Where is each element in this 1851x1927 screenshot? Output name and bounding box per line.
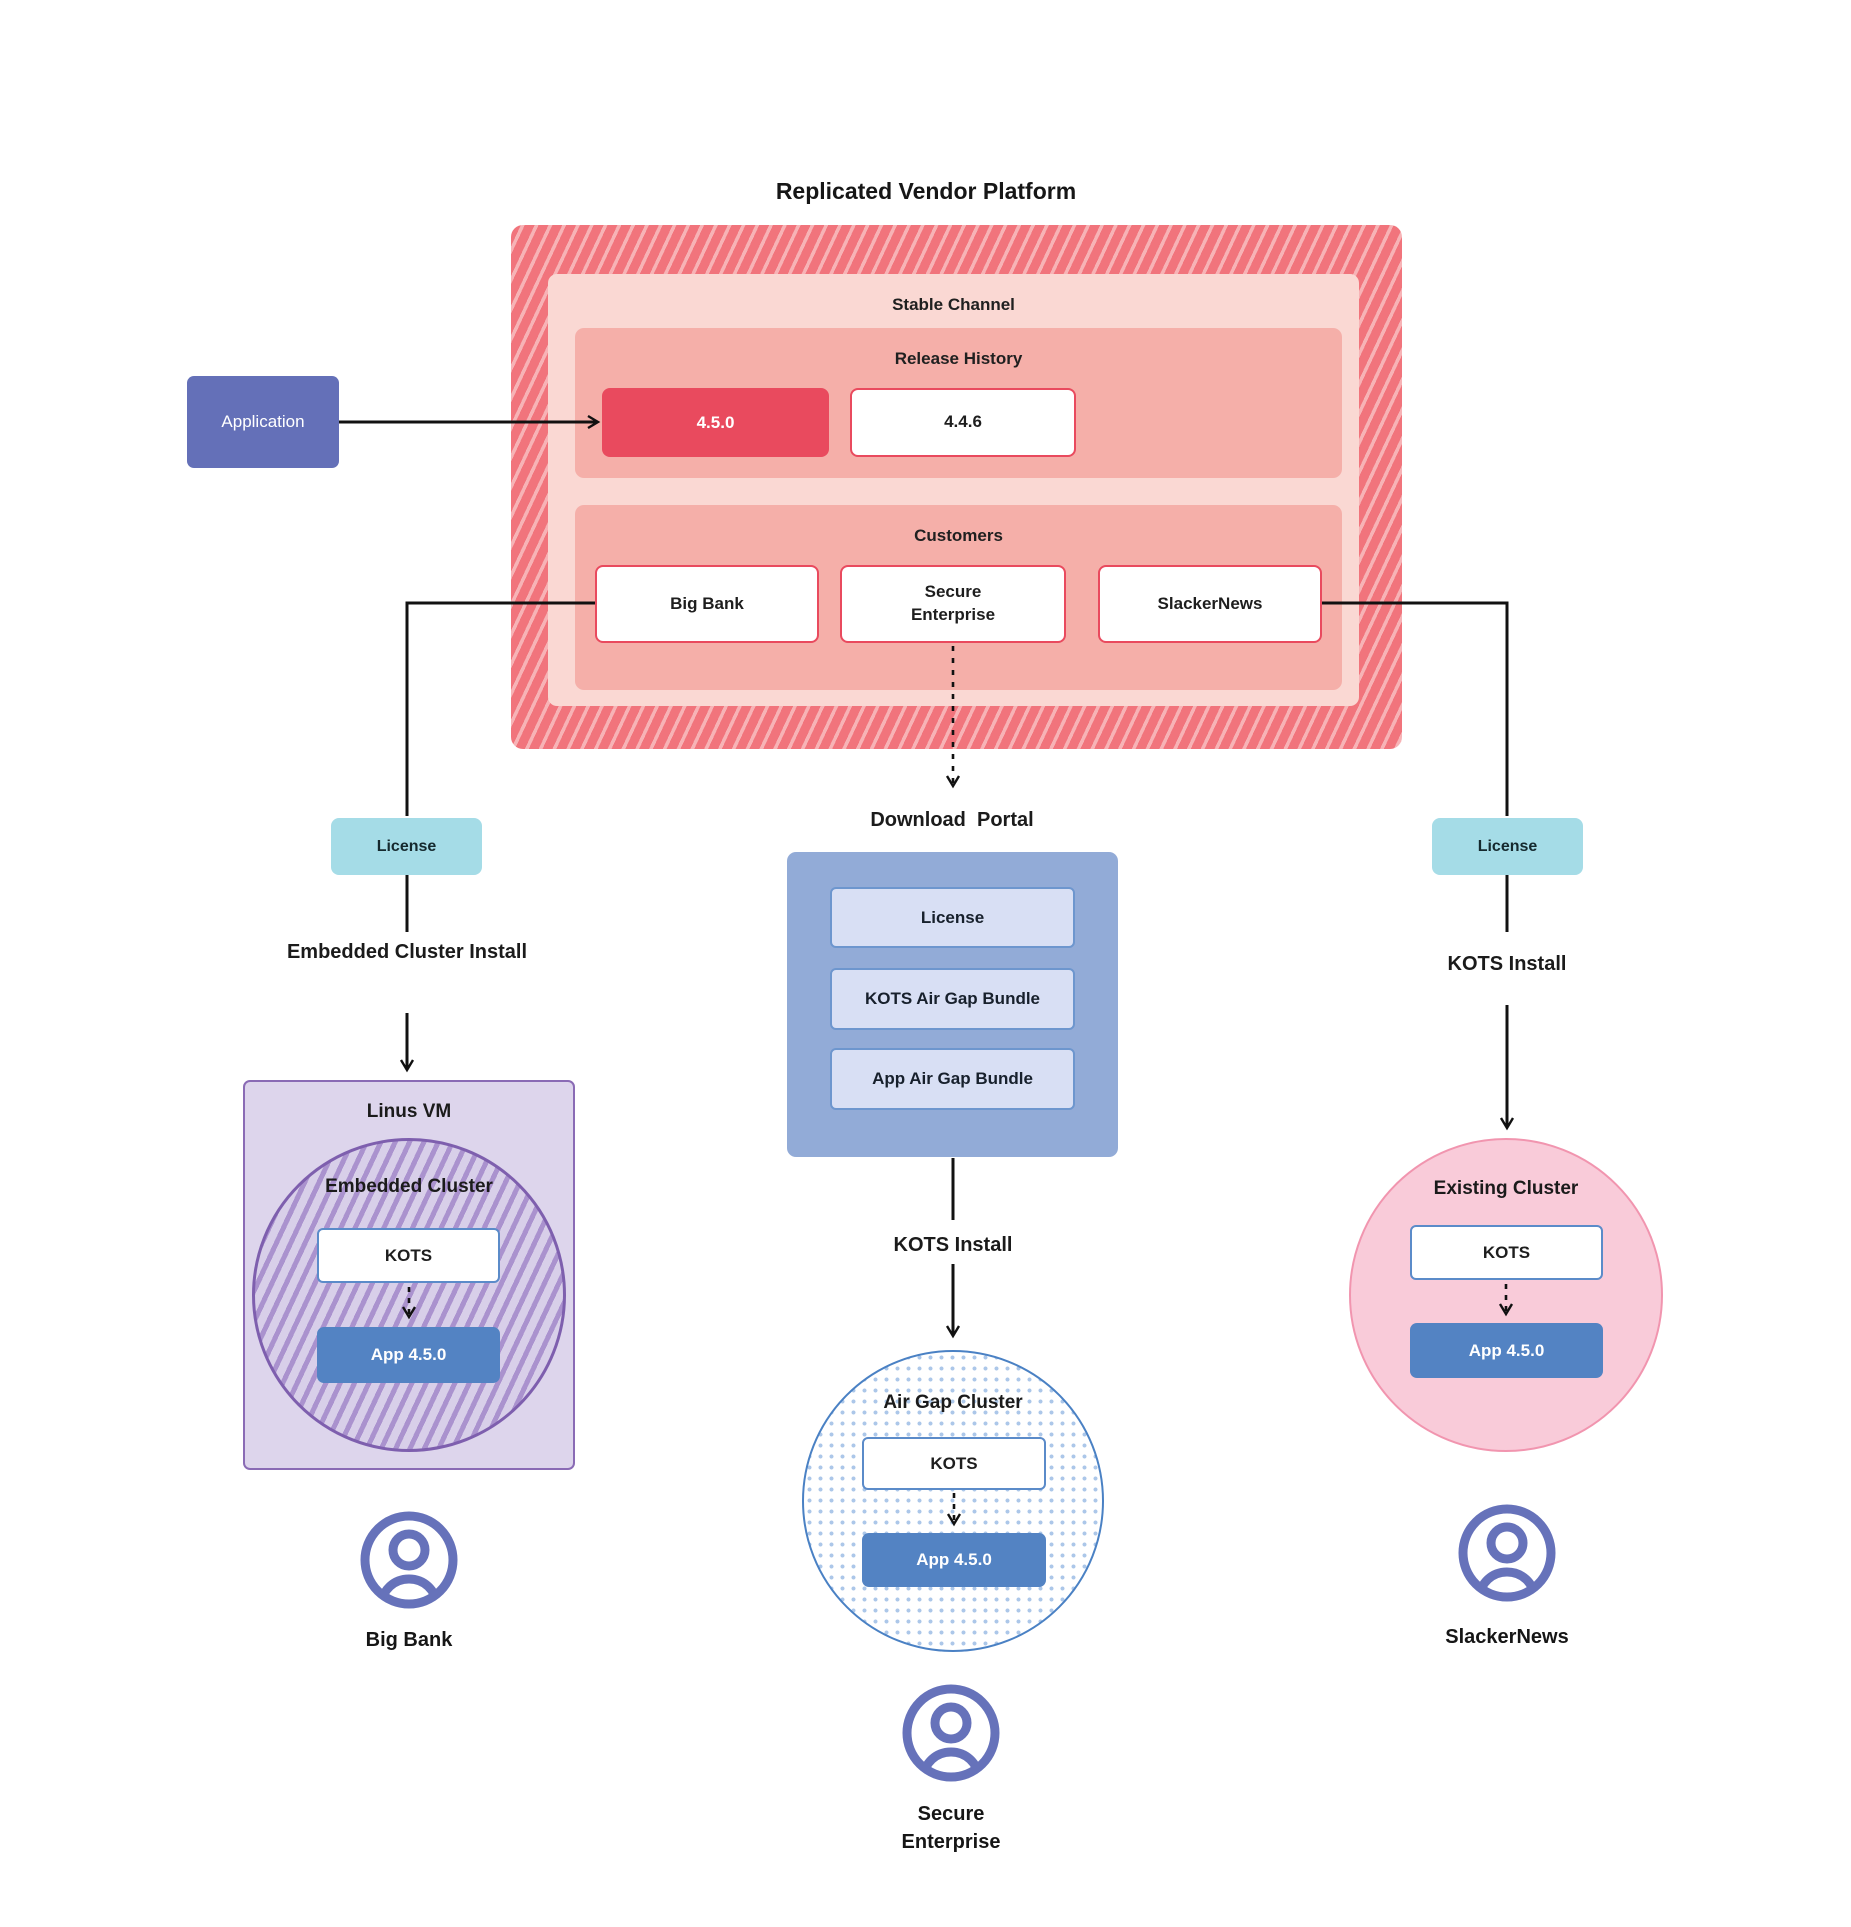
user-icon: [1458, 1504, 1556, 1602]
license-label-left: License: [376, 837, 437, 855]
customers-label: Customers: [914, 526, 1003, 545]
kots-install-middle-label: KOTS Install: [893, 1234, 1013, 1256]
download-portal-label: Download Portal: [870, 809, 1034, 831]
customer-big-bank-label: Big Bank: [670, 593, 744, 613]
release-version-previous-box: 4.4.6: [850, 388, 1076, 457]
application-label: Application: [221, 412, 305, 431]
kots-label-left: KOTS: [384, 1245, 433, 1265]
persona-secure-enterprise-icon: [901, 1683, 1001, 1783]
embedded-cluster-install-label: Embedded Cluster Install: [286, 941, 528, 963]
customer-secure-enterprise-label: Secure Enterprise: [910, 582, 996, 624]
customer-big-bank-box: Big Bank: [595, 565, 819, 643]
user-icon: [902, 1684, 1000, 1782]
portal-item-app-air-gap-bundle-label: App Air Gap Bundle: [872, 1069, 1033, 1088]
existing-cluster-label: Existing Cluster: [1433, 1178, 1579, 1199]
app-label-right: App 4.5.0: [1468, 1340, 1545, 1360]
app-box-right: App 4.5.0: [1410, 1323, 1603, 1378]
kots-box-right: KOTS: [1410, 1225, 1603, 1280]
kots-box-left: KOTS: [317, 1228, 500, 1283]
portal-item-app-air-gap-bundle: App Air Gap Bundle: [830, 1048, 1075, 1110]
release-history-label: Release History: [894, 349, 1023, 368]
kots-label-right: KOTS: [1482, 1242, 1531, 1262]
app-label-left: App 4.5.0: [370, 1345, 447, 1364]
persona-big-bank-label: Big Bank: [365, 1629, 453, 1651]
application-box: Application: [187, 376, 339, 468]
license-box-right: License: [1432, 818, 1583, 875]
release-version-current-box: 4.5.0: [602, 388, 829, 457]
release-version-previous-label: 4.4.6: [944, 412, 982, 432]
portal-item-kots-air-gap-bundle-label: KOTS Air Gap Bundle: [864, 989, 1041, 1008]
release-version-current-label: 4.5.0: [696, 412, 735, 432]
license-label-right: License: [1477, 837, 1538, 855]
kots-label-middle: KOTS: [930, 1453, 978, 1473]
portal-item-kots-air-gap-bundle: KOTS Air Gap Bundle: [830, 968, 1075, 1030]
stable-channel-label: Stable Channel: [892, 295, 1015, 314]
customer-slackernews-label: SlackerNews: [1157, 593, 1263, 613]
kots-install-right-label: KOTS Install: [1447, 953, 1567, 975]
persona-big-bank-icon: [359, 1510, 459, 1610]
portal-item-license: License: [830, 887, 1075, 948]
customer-secure-enterprise-box: Secure Enterprise: [840, 565, 1066, 643]
app-box-left: App 4.5.0: [317, 1327, 500, 1383]
air-gap-cluster-circle: [802, 1350, 1104, 1652]
kots-box-middle: KOTS: [862, 1437, 1046, 1490]
license-box-left: License: [331, 818, 482, 875]
user-icon: [360, 1511, 458, 1609]
persona-secure-enterprise-label: Secure Enterprise: [901, 1803, 1001, 1853]
portal-item-license-label: License: [920, 907, 985, 927]
persona-slackernews-label: SlackerNews: [1445, 1626, 1569, 1648]
app-label-middle: App 4.5.0: [916, 1550, 992, 1569]
persona-slackernews-icon: [1457, 1503, 1557, 1603]
app-box-middle: App 4.5.0: [862, 1533, 1046, 1587]
page-title: Replicated Vendor Platform: [775, 178, 1077, 204]
linus-vm-label: Linus VM: [366, 1101, 452, 1122]
embedded-cluster-label: Embedded Cluster: [325, 1176, 493, 1197]
customer-slackernews-box: SlackerNews: [1098, 565, 1322, 643]
air-gap-cluster-label: Air Gap Cluster: [883, 1392, 1023, 1413]
